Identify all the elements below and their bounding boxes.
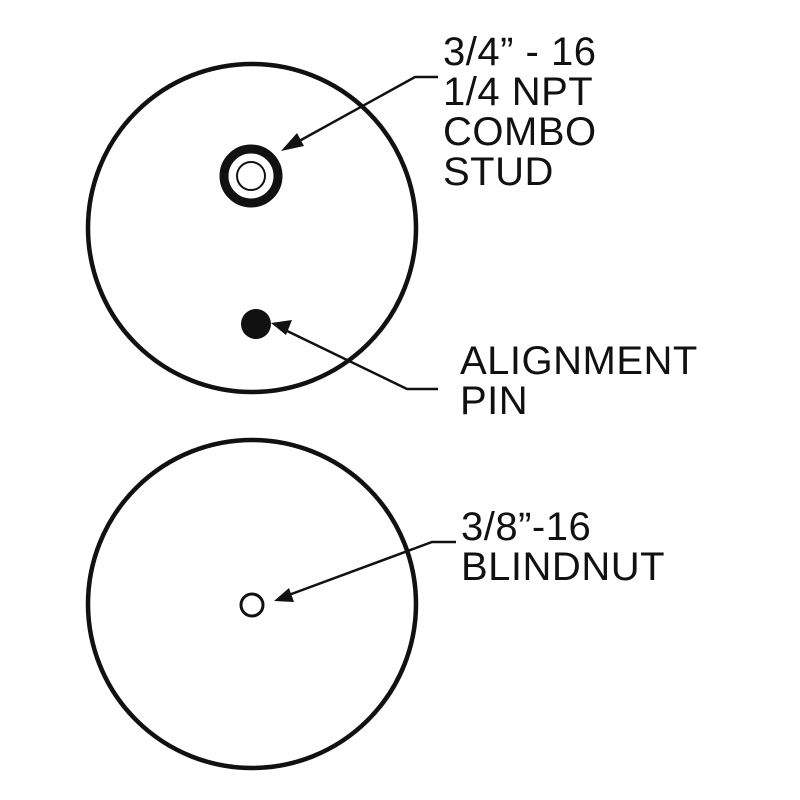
combo-stud-callout: 3/4” - 16 1/4 NPT COMBO STUD [443, 32, 597, 192]
alignment-pin-callout: ALIGNMENT PIN [460, 341, 698, 421]
blindnut-arrowhead [274, 588, 294, 602]
stud-label-combo: COMBO [443, 110, 597, 154]
pin-leader-line [282, 327, 438, 391]
pin-arrowhead [271, 320, 292, 335]
blindnut-callout: 3/8”-16 BLINDNUT [461, 507, 665, 587]
stud-label-stud: STUD [443, 150, 554, 194]
stud-leader-line [291, 75, 438, 147]
combo-stud-inner-ring [236, 161, 266, 191]
alignment-pin-dot [241, 309, 271, 339]
stud-arrowhead [281, 133, 304, 151]
pin-label-alignment: ALIGNMENT [460, 339, 698, 383]
blindnut-label-blindnut: BLINDNUT [461, 545, 666, 589]
combo-stud-outer-ring [219, 144, 283, 208]
stud-label-npt: 1/4 NPT [443, 70, 594, 114]
lower-plate-outline [85, 437, 419, 771]
blindnut-hole [239, 592, 265, 618]
blindnut-leader-line [285, 540, 456, 598]
blindnut-label-thread: 3/8”-16 [461, 505, 592, 549]
pin-label-pin: PIN [460, 379, 529, 423]
stud-label-thread: 3/4” - 16 [443, 30, 597, 74]
upper-plate-outline [85, 61, 419, 395]
